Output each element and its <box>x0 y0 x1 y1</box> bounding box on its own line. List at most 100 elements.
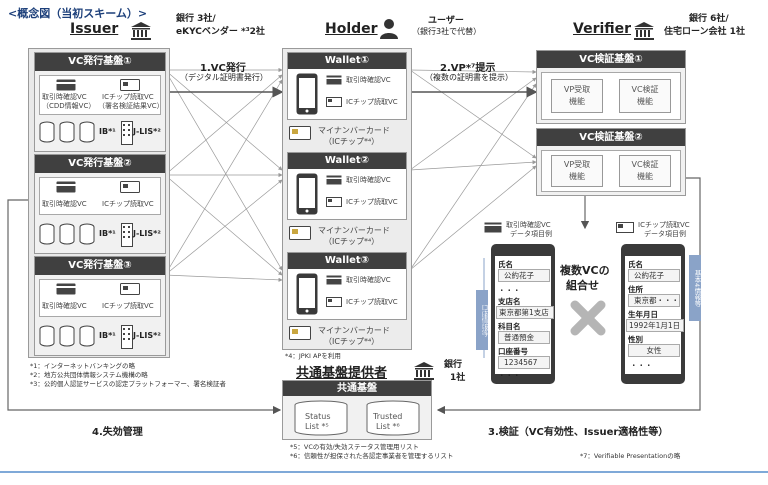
jlis-label: J-LIS*² <box>133 229 161 238</box>
mynumber-card-icon <box>289 326 311 340</box>
footnote-3: *3：公的個人認証サービスの認定プラットフォーマー、署名検証者 <box>30 380 226 388</box>
card-icon <box>326 275 342 285</box>
card-icon <box>56 283 76 295</box>
issuer-note-1: 銀行 3社/ <box>176 14 216 24</box>
wallet-3: Wallet③ 取引時確認VC ICチップ読取VC <box>287 252 407 320</box>
ib-label: IB*¹ <box>99 127 116 136</box>
vp-receive-label: VP受取 <box>563 85 591 94</box>
card-icon <box>326 297 342 307</box>
issue-label: 1.VC発行 <box>200 63 246 74</box>
field-value: 公約花子 <box>628 269 680 282</box>
wallet-vc-label: ICチップ読取VC <box>346 198 398 206</box>
field-ellipsis: ・・・ <box>498 286 521 295</box>
left-card-subtitle: データ項目例 <box>510 230 552 238</box>
footnote-6: *6：信頼性が担保された各認定事業者を管理するリスト <box>290 452 454 460</box>
jlis-label: J-LIS*² <box>133 331 161 340</box>
wallet-vc-label: 取引時確認VC <box>346 276 391 284</box>
verify-label: 3.検証（VC有効性、Issuer適格性等） <box>488 427 669 438</box>
vc-sub-label: （CDD情報VC） <box>42 102 96 110</box>
vc-verify-label: VC検証 <box>631 85 659 94</box>
card-sub-label: （ICチップ*⁴） <box>324 337 380 346</box>
present-label: 2.VP*⁷提示 <box>440 63 496 74</box>
combo-label-2: 組合せ <box>566 279 599 292</box>
verifier-note-1: 銀行 6社/ <box>689 14 729 24</box>
vc-inner: 取引時確認VC ICチップ読取VC <box>39 279 161 317</box>
vc-verify-label: 機能 <box>637 97 653 106</box>
card-icon <box>120 181 140 193</box>
cross-icon <box>570 300 606 336</box>
footnote-7: *7：Verifiable Presentationの略 <box>580 452 681 460</box>
vp-receive-label: 機能 <box>569 97 585 106</box>
footnote-5: *5：VCの有効/失効ステータス管理用リスト <box>290 443 420 451</box>
vc-issue-platform-3: VC発行基盤③ 取引時確認VC ICチップ読取VC IB*¹ J-LIS*² <box>34 256 166 356</box>
card-label: マイナンバーカード <box>318 226 390 235</box>
trusted-list-label: List *⁶ <box>376 422 400 431</box>
issuer-note-2: eKYCベンダー *³2社 <box>176 27 265 37</box>
common-bank-note-2: 1社 <box>450 373 466 383</box>
vc-sub-label: （署名検証結果VC） <box>98 102 164 110</box>
vc-label: ICチップ読取VC <box>102 302 154 310</box>
right-tag: 基本4情報等 <box>689 255 701 321</box>
platform-header: VC発行基盤① <box>35 53 165 71</box>
vc-inner: 取引時確認VC ICチップ読取VC <box>39 177 161 215</box>
vc-verify-label: 機能 <box>637 172 653 181</box>
wallet-vc-label: ICチップ読取VC <box>346 98 398 106</box>
footnote-4: *4：JPKI APを利用 <box>285 352 341 360</box>
verifier-label: Verifier <box>573 21 632 37</box>
field-label: 支店名 <box>498 297 521 306</box>
smartphone-icon <box>296 73 318 115</box>
smartphone-icon <box>296 273 318 315</box>
card-icon <box>56 181 76 193</box>
vc-issue-platform-1: VC発行基盤① 取引時確認VC （CDD情報VC） ICチップ読取VC （署名検… <box>34 52 166 152</box>
bank-icon <box>634 22 654 40</box>
field-value: 東京都第1支店 <box>496 306 554 319</box>
vc-verify-label: VC検証 <box>631 160 659 169</box>
mynumber-card-icon <box>289 126 311 140</box>
wallet-vc-label: 取引時確認VC <box>346 176 391 184</box>
field-label: 住所 <box>628 285 643 294</box>
platform-header: VC発行基盤③ <box>35 257 165 275</box>
ib-label: IB*¹ <box>99 331 116 340</box>
field-label: 氏名 <box>628 260 643 269</box>
jlis-label: J-LIS*² <box>133 127 161 136</box>
field-value: 1234567 <box>498 356 550 369</box>
field-value: 1992年1月1日 <box>626 319 684 332</box>
field-ellipsis: ・・・ <box>498 371 521 380</box>
wallet-vc-label: 取引時確認VC <box>346 76 391 84</box>
vc-issue-platform-2: VC発行基盤② 取引時確認VC ICチップ読取VC IB*¹ J-LIS*² <box>34 154 166 254</box>
footnote-2: *2：地方公共団体情報システム機構の略 <box>30 371 148 379</box>
field-ellipsis: ・・・ <box>630 361 653 370</box>
vc-label: 取引時確認VC <box>42 93 87 101</box>
vp-receive-box: VP受取 機能 <box>551 79 603 113</box>
holder-note-2: （銀行3社で代替） <box>412 27 482 36</box>
field-value: 公約花子 <box>498 269 550 282</box>
issue-sub-label: （デジタル証明書発行） <box>180 73 268 82</box>
issue-lines <box>164 67 283 282</box>
left-card-title: 取引時確認VC <box>506 221 551 229</box>
wallet-header: Wallet③ <box>288 253 406 269</box>
card-label: マイナンバーカード <box>318 126 390 135</box>
vc-inner: 取引時確認VC （CDD情報VC） ICチップ読取VC （署名検証結果VC） <box>39 75 164 115</box>
card-icon <box>326 175 342 185</box>
vc-label: 取引時確認VC <box>42 302 87 310</box>
holder-label: Holder <box>325 21 378 37</box>
user-icon <box>380 19 398 39</box>
card-icon <box>616 222 634 233</box>
database-icon <box>39 121 95 143</box>
page-title: <概念図（当初スキーム）> <box>8 7 148 20</box>
wallet-vc-label: ICチップ読取VC <box>346 298 398 306</box>
vc-label: ICチップ読取VC <box>102 200 154 208</box>
present-lines <box>409 69 537 271</box>
vc-label: 取引時確認VC <box>42 200 87 208</box>
verifier-note-2: 住宅ローン会社 1社 <box>664 27 745 37</box>
field-value: 女性 <box>628 344 680 357</box>
bank-icon <box>414 362 434 380</box>
status-list-label: Status <box>305 412 331 421</box>
left-bracket-line <box>483 258 485 358</box>
building-icon <box>121 223 133 247</box>
field-label: 科目名 <box>498 322 521 331</box>
card-icon <box>326 197 342 207</box>
smartphone-icon <box>296 173 318 215</box>
field-value: 普通預金 <box>498 331 550 344</box>
vc-verify-box: VC検証 機能 <box>619 155 671 187</box>
